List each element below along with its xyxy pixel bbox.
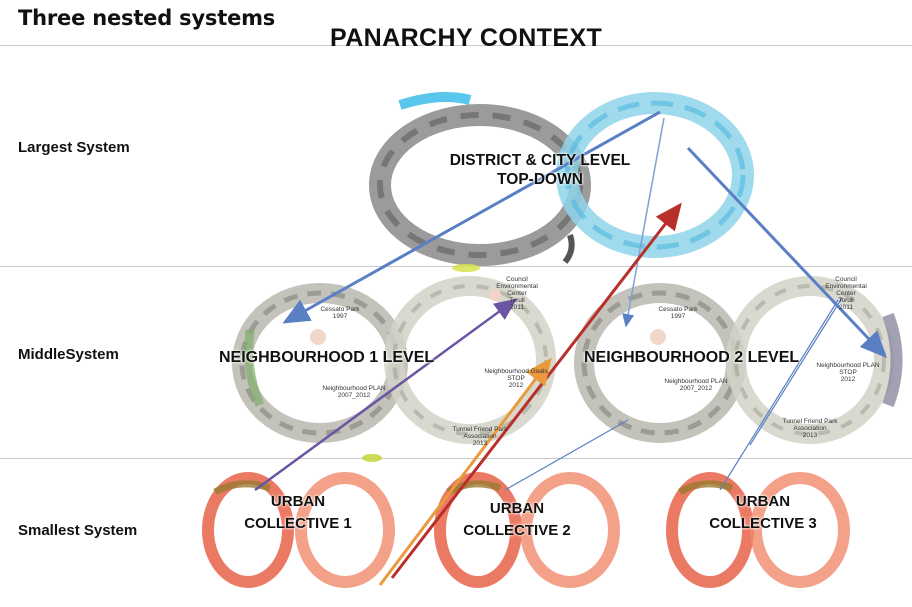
bottom-up-arrows [254, 202, 682, 586]
urban-collective-3-line-1: URBAN [735, 493, 791, 510]
row-label-middle: MiddleSystem [18, 346, 119, 363]
n1-cessato-park: Cessato Park 1997 [320, 306, 360, 320]
arrow-city-to-neighbourhood-1 [282, 110, 661, 324]
n1-council: Council Environmental Center Torull 2011 [496, 276, 538, 311]
diagram-title: Three nested systems [18, 6, 276, 30]
n1-neighbourhood-goals: Neighbourhood Goals STOP 2012 [484, 368, 548, 389]
urban-collective-3-line-2: COLLECTIVE 3 [709, 515, 817, 532]
arrow-collective-to-neighbourhood-1 [378, 357, 552, 586]
panarchy-context-title: PANARCHY CONTEXT [330, 24, 603, 52]
top-down-arrows [282, 110, 888, 359]
row-label-smallest: Smallest System [18, 522, 138, 539]
row-divider-2 [0, 458, 912, 459]
district-city-line-2: TOP-DOWN [497, 171, 583, 188]
row-label-largest: Largest System [18, 139, 130, 156]
n2-cessato-park: Cessato Park 1997 [658, 306, 698, 320]
link-collective-3 [719, 299, 839, 491]
n2-council: Council Environmental Center Torull 2011 [825, 276, 867, 311]
arrow-city-to-neighbourhood-2-thin [622, 117, 665, 328]
urban-collective-1-line-1: URBAN [270, 493, 326, 510]
splash-mark [362, 454, 382, 462]
neighbourhood-2-label: NEIGHBOURHOOD 2 LEVEL [584, 349, 800, 366]
urban-collective-2-line-1: URBAN [489, 500, 545, 517]
n2-neighbourhood-plan: Neighbourhood PLAN 2007_2012 [664, 378, 728, 392]
urban-collective-1-label: URBAN COLLECTIVE 1 [228, 491, 368, 535]
urban-collective-1-line-2: COLLECTIVE 1 [244, 515, 352, 532]
link-collective-2 [504, 419, 629, 491]
thin-links [504, 297, 843, 491]
urban-collective-2-line-2: COLLECTIVE 2 [463, 522, 571, 539]
link-neighbourhood-2 [749, 297, 843, 446]
neighbourhood-1-label: NEIGHBOURHOOD 1 LEVEL [219, 349, 435, 366]
header-rule [0, 45, 912, 46]
n2-neighbourhood-goals: Neighbourhood PLAN STOP 2012 [816, 362, 880, 383]
splash-mark [452, 264, 480, 272]
arrow-collective-to-city [390, 202, 682, 579]
urban-collective-2-label: URBAN COLLECTIVE 2 [452, 498, 582, 542]
arrow-collective-1-link [254, 298, 518, 492]
urban-collective-1-loop [202, 472, 395, 588]
n1-neighbourhood-plan: Neighbourhood PLAN 2007_2012 [322, 385, 386, 399]
arrow-city-to-neighbourhood-2 [686, 146, 888, 359]
urban-collective-3-loop [666, 472, 850, 588]
district-city-line-1: DISTRICT & CITY LEVEL [449, 152, 631, 169]
urban-collective-3-label: URBAN COLLECTIVE 3 [698, 491, 828, 535]
district-city-loop [369, 92, 754, 266]
neighbourhood-2-loop [574, 276, 903, 444]
district-city-label: DISTRICT & CITY LEVEL TOP-DOWN [425, 151, 655, 189]
n1-tunnel-friend-park: Tunnel Friend Park Association 2013 [452, 426, 508, 447]
n2-tunnel-friend-park: Tunnel Friend Park Association 2013 [782, 418, 838, 439]
